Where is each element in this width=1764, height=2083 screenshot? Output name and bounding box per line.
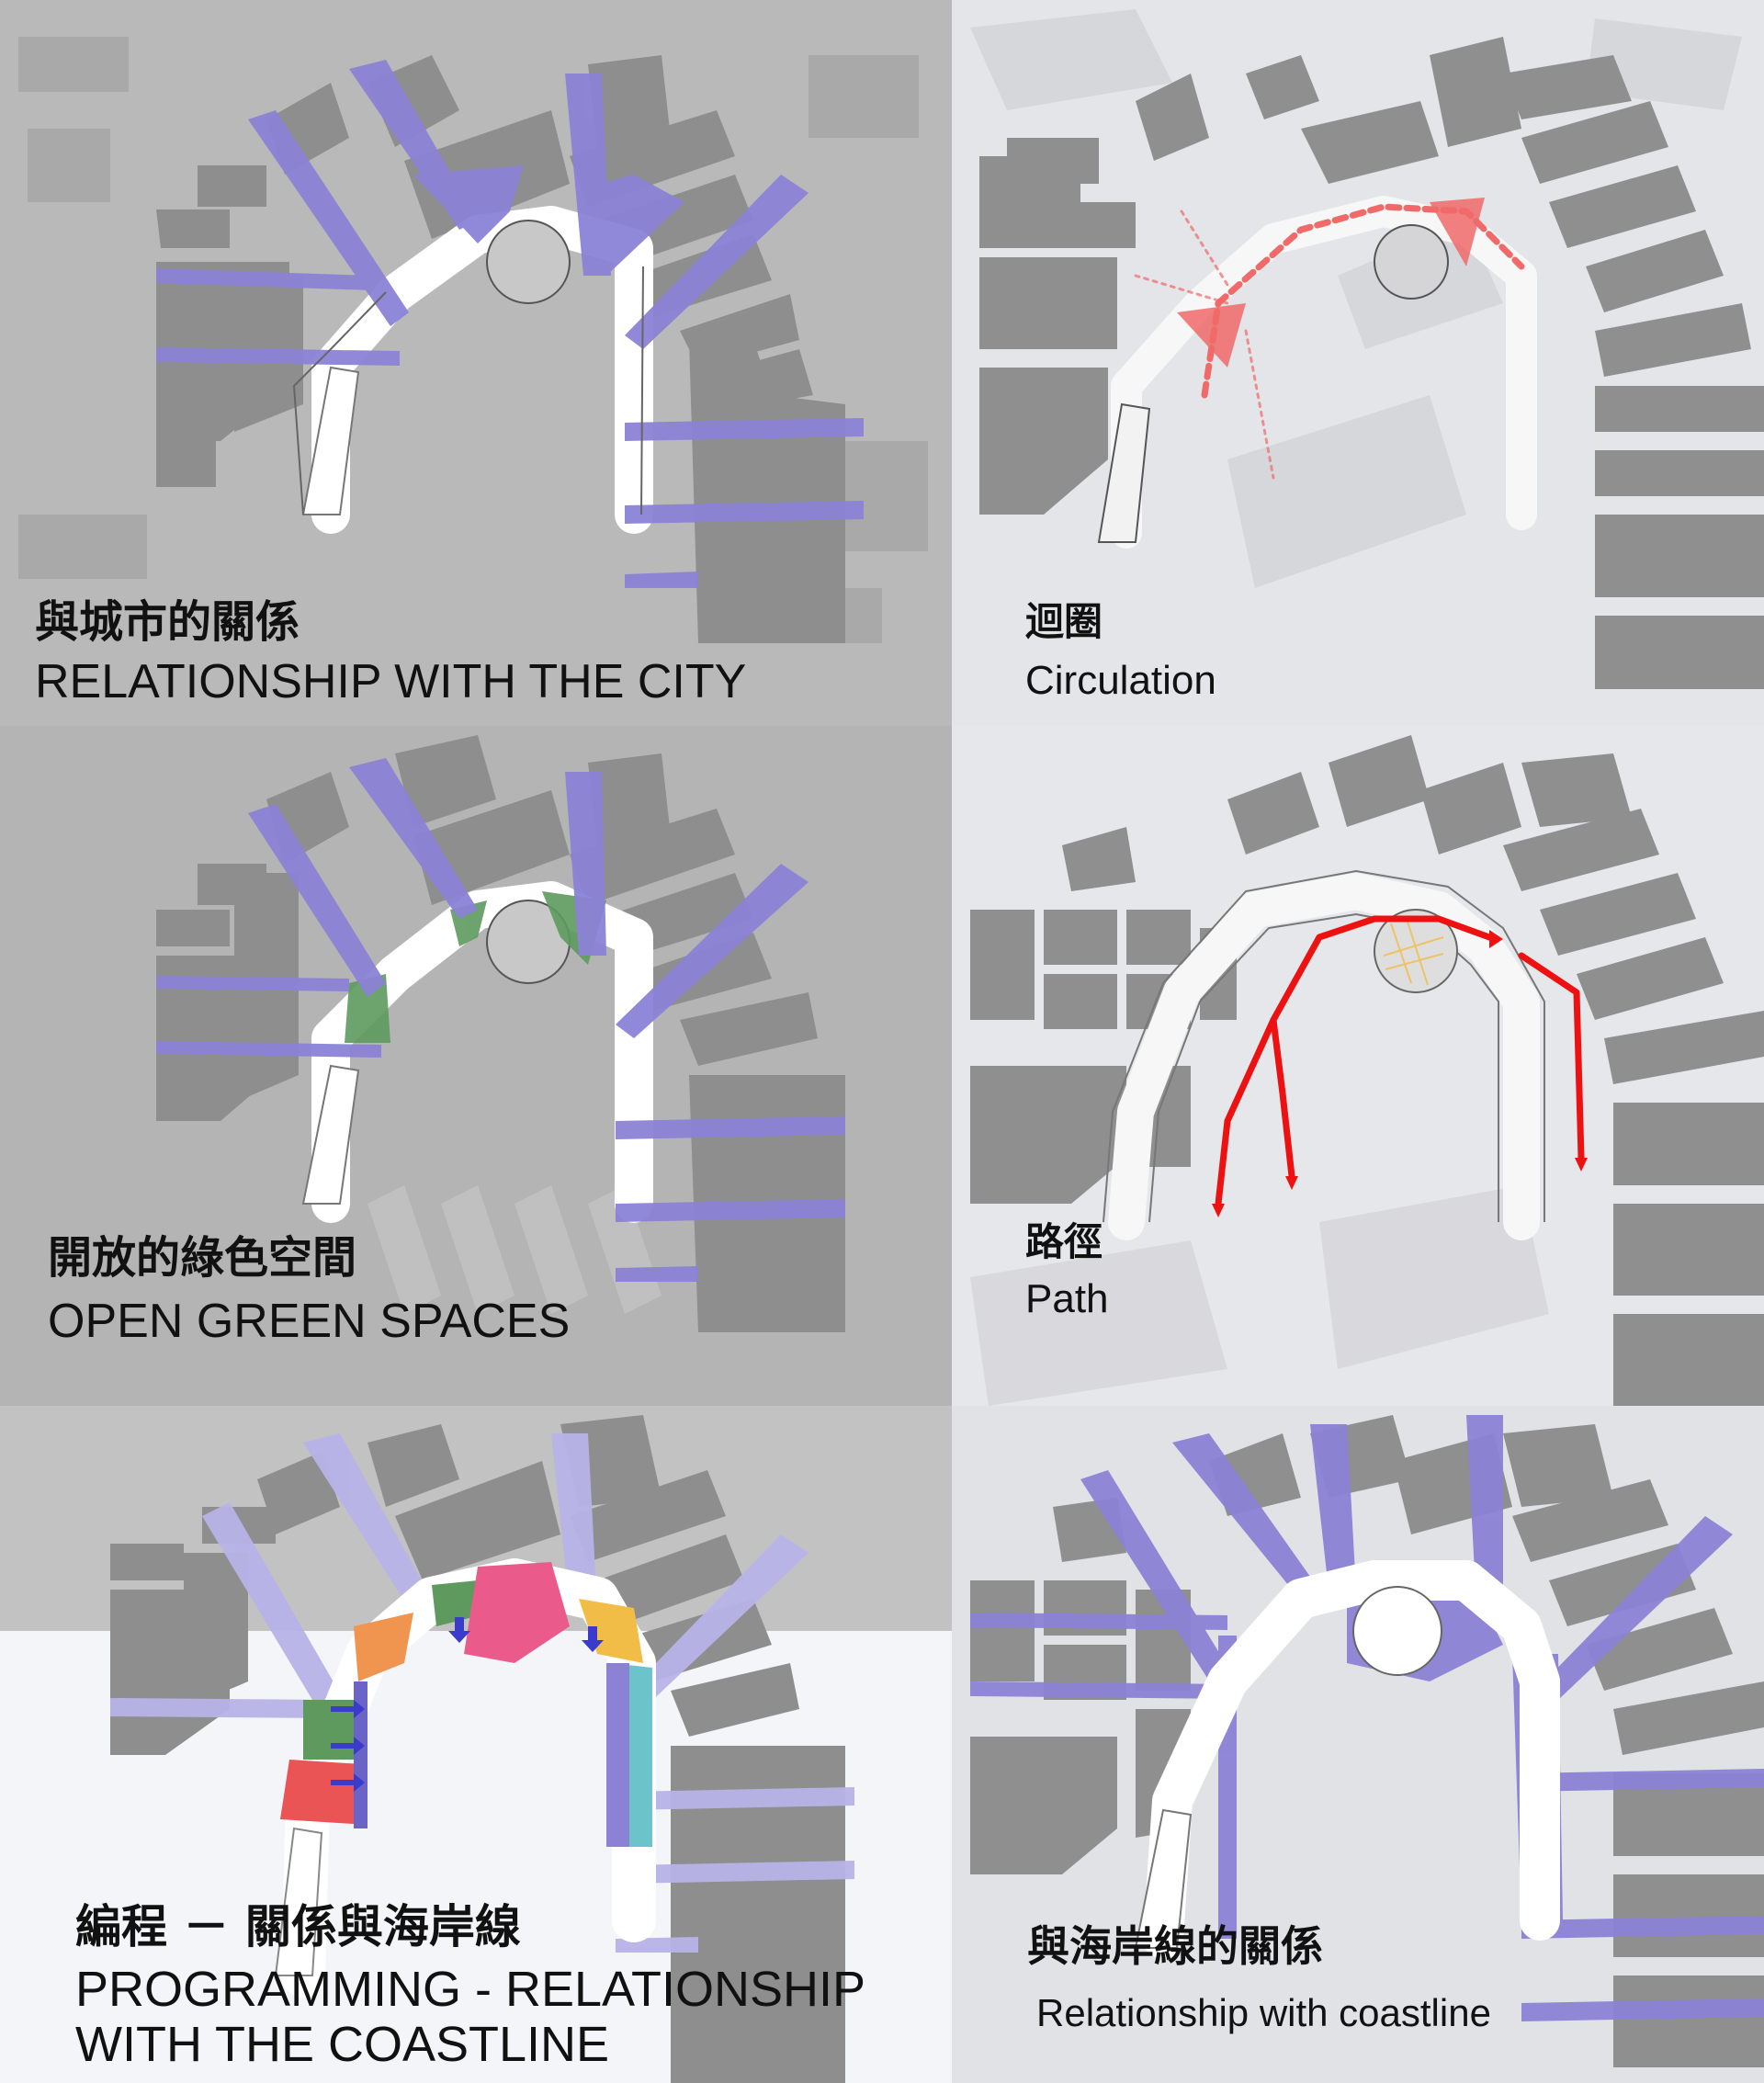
caption-relationship-city: 與城市的關係 RELATIONSHIP WITH THE CITY: [35, 596, 747, 708]
pier: [301, 1064, 360, 1205]
caption-en: Path: [1025, 1276, 1109, 1322]
panel-relationship-city: 與城市的關係 RELATIONSHIP WITH THE CITY: [0, 0, 952, 726]
circular-plaza: [1374, 224, 1449, 300]
caption-en: RELATIONSHIP WITH THE CITY: [35, 654, 747, 708]
caption-zh: 編程 － 關係與海岸線: [75, 1900, 521, 1953]
caption-programming-coastline: 編程 － 關係與海岸線 PROGRAMMING - RELATIONSHIP W…: [75, 1901, 865, 2073]
pier: [274, 1827, 323, 1976]
panel-open-green-spaces: 開放的綠色空間 OPEN GREEN SPACES: [0, 726, 952, 1406]
city-link-arrows: [156, 758, 845, 1282]
panel-path: 路徑 Path: [952, 726, 1764, 1406]
map-programming-coastline: [0, 1406, 952, 2083]
panel-programming-coastline: 編程 － 關係與海岸線 PROGRAMMING - RELATIONSHIP W…: [0, 1406, 952, 2083]
caption-zh: 開放的綠色空間: [48, 1232, 357, 1284]
caption-zh: 與城市的關係: [35, 596, 300, 648]
road-ring: [1143, 1560, 1560, 1959]
caption-en-line2: WITH THE COASTLINE: [75, 2017, 610, 2073]
caption-zh: 路徑: [1025, 1219, 1103, 1264]
path-route: [1215, 915, 1585, 1207]
circular-plaza: [1374, 909, 1458, 993]
stair-lines: [1383, 918, 1444, 986]
program-arrows: [331, 1617, 604, 1792]
circulation-arrowheads: [1177, 198, 1485, 368]
city-link-arrows: [156, 60, 864, 588]
panel-relationship-coastline: 與海岸線的關係 Relationship with coastline: [952, 1406, 1764, 2083]
coastline-links: [110, 1433, 854, 1953]
map-open-green-spaces: [0, 726, 952, 1406]
caption-en: PROGRAMMING - RELATIONSHIP: [75, 1962, 866, 2017]
caption-open-green-spaces: 開放的綠色空間 OPEN GREEN SPACES: [48, 1232, 571, 1348]
map-path: [952, 726, 1764, 1406]
caption-relationship-coastline: 與海岸線的關係 Relationship with coastline: [1027, 1921, 1491, 2034]
pier: [1134, 1808, 1193, 1949]
pier: [1097, 402, 1151, 543]
caption-zh: 迴圈: [1025, 599, 1103, 644]
caption-en: OPEN GREEN SPACES: [48, 1294, 571, 1348]
circular-plaza: [486, 220, 571, 304]
caption-path: 路徑 Path: [1025, 1220, 1109, 1321]
building-blocks: [979, 37, 1764, 689]
map-relationship-city: [0, 0, 952, 726]
building-blocks: [970, 735, 1764, 1406]
path-arrowheads: [1212, 930, 1588, 1217]
circular-plaza: [1352, 1586, 1442, 1676]
caption-circulation: 迴圈 Circulation: [1025, 600, 1216, 703]
panel-circulation: 迴圈 Circulation: [952, 0, 1764, 726]
map-relationship-coastline: [952, 1406, 1764, 2083]
caption-en: Relationship with coastline: [1036, 1990, 1491, 2034]
caption-zh: 與海岸線的關係: [1027, 1921, 1323, 1971]
caption-en: Circulation: [1025, 658, 1216, 704]
road-ring: [1108, 873, 1540, 1240]
pier: [301, 366, 360, 515]
map-circulation: [952, 0, 1764, 726]
